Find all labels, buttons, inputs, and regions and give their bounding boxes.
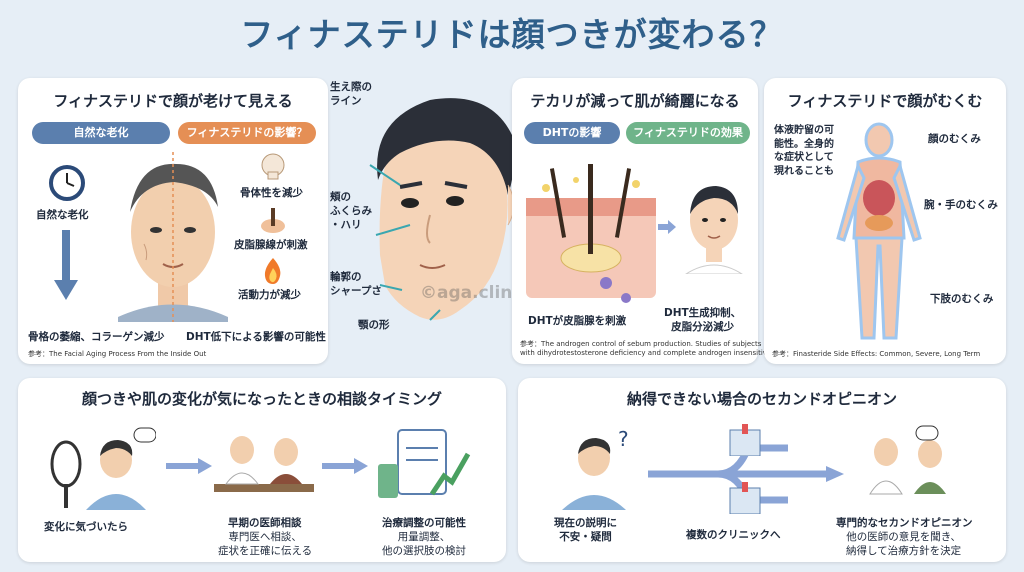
down-arrow-icon <box>54 230 78 300</box>
bottom-left-label: 骨格の萎縮、コラーゲン減少 <box>28 331 165 343</box>
card-skin-reference: 参考：The androgen control of sebum product… <box>520 340 776 358</box>
bone-label: 骨体性を減少 <box>240 187 303 199</box>
clear-skin-face-icon <box>685 186 743 274</box>
clock-label: 自然な老化 <box>36 209 89 221</box>
clinic-1-icon <box>729 424 761 456</box>
card-second-opinion: 納得できない場合のセカンドオピニオン ? 現在の説明に 不安・疑問 複数のクリニ… <box>518 378 1006 562</box>
card-consult-timing: 顔つきや肌の変化が気になったときの相談タイミング 変化に気づいたら 早期の医師相… <box>18 378 506 562</box>
hairline-label: 生え際の ライン <box>330 81 372 108</box>
watermark: ©aga.clinic <box>420 283 529 303</box>
clock-icon <box>49 165 85 201</box>
pill-dht-effect: DHTの影響 <box>524 122 620 144</box>
card-consult-timing-title: 顔つきや肌の変化が気になったときの相談タイミング <box>81 390 442 408</box>
page-title: フィナステリドは顔つきが変わる？ <box>240 15 784 54</box>
card-aging-title: フィナステリドで顔が老けて見える <box>53 92 293 110</box>
notice-change-label: 変化に気づいたら <box>44 521 128 533</box>
face-profile-illustration <box>369 98 515 321</box>
aging-face-illustration <box>118 152 228 322</box>
multiple-clinics-label: 複数のクリニックへ <box>686 529 781 541</box>
sebum-label: 皮脂腺線が刺激 <box>234 239 308 251</box>
cheek-label: 頬の ふくらみ ・ハリ <box>330 191 372 232</box>
body-anatomy-illustration <box>836 122 922 340</box>
clinic-2-icon <box>729 482 761 514</box>
face-swelling-label: 顔のむくみ <box>928 133 981 145</box>
jaw-label: 輪郭の シャープさ <box>330 271 382 298</box>
pill-finasteride-result: フィナステリドの効果 <box>626 122 750 144</box>
card-second-opinion-title: 納得できない場合のセカンドオピニオン <box>626 390 897 408</box>
hair-follicle-icon <box>261 208 285 233</box>
card-aging: フィナステリドで顔が老けて見える 自然な老化 フィナステリドの影響？ 自然な老化… <box>18 78 328 364</box>
dht-suppression-label: DHT生成抑制、 皮脂分泌減少 <box>664 307 742 334</box>
second-opinion-title: 専門的なセカンドオピニオン <box>836 517 973 529</box>
leg-swelling-label: 下肢のむくみ <box>930 293 994 305</box>
flame-icon <box>264 258 281 284</box>
card-skin: テカリが減って肌が綺麗になる DHTの影響 フィナステリドの効果 DHTが皮脂腺… <box>512 78 776 364</box>
svg-text:?: ? <box>618 427 629 451</box>
worried-person-illustration: ? <box>562 427 629 510</box>
card-swelling-title: フィナステリドで顔がむくむ <box>787 92 983 110</box>
early-consult-sub: 専門医へ相談、 症状を正確に伝える <box>218 531 313 558</box>
right-arrow-icon <box>658 220 676 234</box>
card-aging-reference: 参考：The Facial Aging Process From the Ins… <box>28 350 207 358</box>
second-opinion-doctor-illustration <box>869 425 946 495</box>
card-swelling-reference: 参考：Finasteride Side Effects: Common, Sev… <box>772 350 981 358</box>
skull-icon <box>261 153 285 180</box>
person-mirror-illustration <box>50 427 156 510</box>
arm-swelling-label: 腕・手のむくみ <box>924 199 998 211</box>
early-consult-title: 早期の医師相談 <box>228 517 302 529</box>
treatment-adjust-sub: 用量調整、 他の選択肢の検討 <box>382 531 466 558</box>
activity-label: 活動力が減少 <box>238 289 301 301</box>
swelling-description: 体液貯留の可 能性。全身的 な症状として 現れることも <box>774 125 834 177</box>
arrow-2-icon <box>322 458 368 474</box>
pill-finasteride-effect: フィナステリドの影響？ <box>178 122 316 144</box>
concern-label: 現在の説明に 不安・疑問 <box>554 517 617 544</box>
arrow-1-icon <box>166 458 212 474</box>
card-skin-title: テカリが減って肌が綺麗になる <box>530 92 740 110</box>
doctor-consultation-illustration <box>214 436 314 492</box>
pill-natural-aging: 自然な老化 <box>32 122 170 144</box>
treatment-adjust-title: 治療調整の可能性 <box>382 517 466 529</box>
dht-stimulation-label: DHTが皮脂腺を刺激 <box>528 315 627 327</box>
bottom-right-label: DHT低下による影響の可能性 <box>186 331 326 343</box>
card-swelling: フィナステリドで顔がむくむ 体液貯留の可 能性。全身的 な症状として 現れること… <box>764 78 1006 364</box>
treatment-plan-illustration <box>378 429 471 498</box>
chin-label: 顎の形 <box>358 319 390 331</box>
skin-cross-section-illustration <box>526 164 656 303</box>
second-opinion-sub: 他の医師の意見を聞き、 納得して治療方針を決定 <box>846 531 962 558</box>
